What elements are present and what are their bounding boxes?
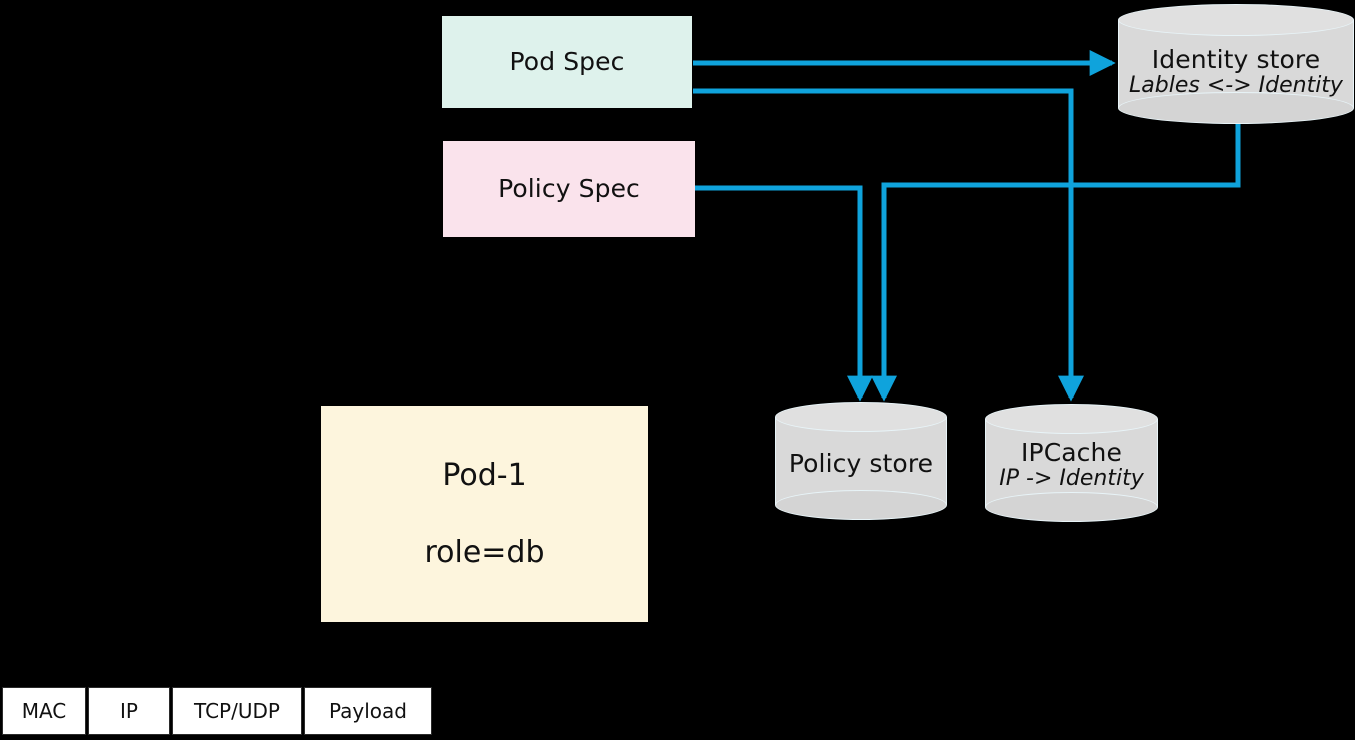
ipcache-text: IPCache IP -> Identity [985, 428, 1158, 502]
cylinder-bottom-ellipse [1118, 92, 1354, 124]
packet-structure-bar: MAC IP TCP/UDP Payload [2, 687, 432, 735]
pod-1-title: Pod-1 [442, 458, 527, 493]
cylinder-top-ellipse [1118, 4, 1354, 36]
packet-cell-payload-label: Payload [329, 699, 407, 723]
cylinder-bottom-ellipse [985, 492, 1158, 522]
packet-cell-mac[interactable]: MAC [2, 687, 86, 735]
ipcache-label: IPCache [1021, 438, 1122, 468]
packet-cell-payload[interactable]: Payload [304, 687, 432, 735]
cylinder-top-ellipse [985, 404, 1158, 434]
identity-store-text: Identity store Lables <-> Identity [1118, 32, 1354, 112]
arrow-pod-spec-to-ipcache [693, 88, 1084, 402]
packet-cell-ip[interactable]: IP [88, 687, 170, 735]
node-pod-spec[interactable]: Pod Spec [442, 16, 692, 108]
packet-cell-tcp-udp-label: TCP/UDP [194, 699, 280, 723]
ipcache-sublabel: IP -> Identity [999, 465, 1144, 491]
packet-cell-ip-label: IP [120, 699, 138, 723]
arrow-identity-store-to-policy-store [871, 122, 1241, 402]
node-pod-1[interactable]: Pod-1 role=db [321, 406, 648, 622]
node-policy-spec[interactable]: Policy Spec [443, 141, 695, 237]
arrow-policy-spec-to-policy-store [695, 185, 873, 402]
cylinder-top-ellipse [775, 402, 947, 432]
identity-store-sublabel: Lables <-> Identity [1129, 72, 1343, 98]
policy-spec-label: Policy Spec [498, 174, 640, 204]
pod-1-labels: role=db [424, 535, 545, 570]
packet-cell-tcp-udp[interactable]: TCP/UDP [172, 687, 302, 735]
packet-cell-mac-label: MAC [21, 699, 67, 723]
identity-store-label: Identity store [1151, 45, 1321, 75]
cylinder-bottom-ellipse [775, 490, 947, 520]
node-ipcache[interactable]: IPCache IP -> Identity [985, 404, 1158, 522]
policy-store-text: Policy store [775, 430, 947, 498]
pod-spec-label: Pod Spec [509, 47, 625, 77]
node-policy-store[interactable]: Policy store [775, 402, 947, 520]
node-identity-store[interactable]: Identity store Lables <-> Identity [1118, 4, 1354, 124]
policy-store-label: Policy store [788, 449, 934, 479]
